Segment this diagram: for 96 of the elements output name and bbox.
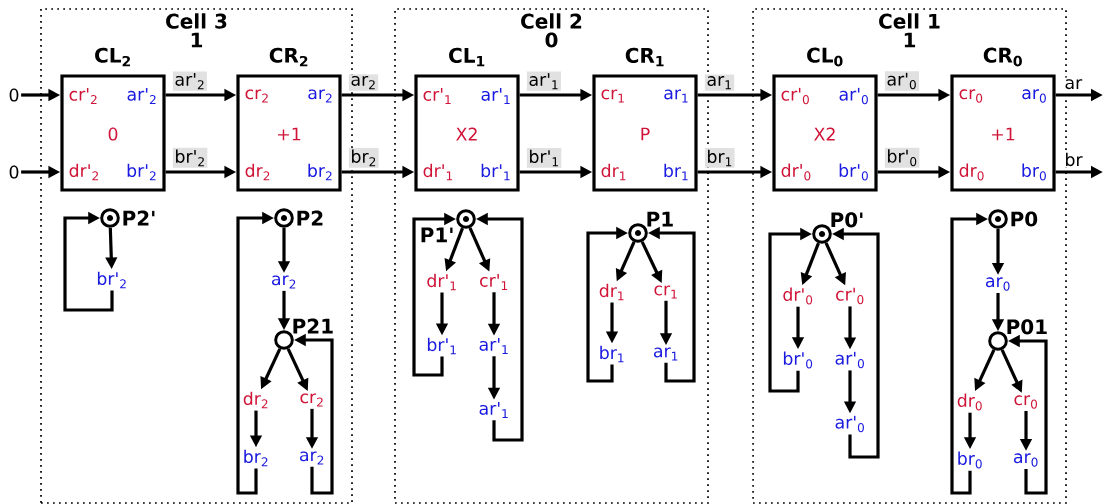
- place-label: P2: [297, 210, 323, 226]
- signal-label: ar'$_{0}$: [835, 415, 864, 433]
- node-label: X2: [814, 127, 835, 141]
- node-label: ar$_{2}$: [308, 89, 332, 103]
- node-label: ar'$_{0}$: [839, 87, 868, 105]
- edge-label: ar'$_{0}$: [884, 71, 919, 91]
- place-label: P1': [421, 227, 453, 243]
- signal-label: dr'$_{1}$: [427, 273, 456, 291]
- node-label: +1: [278, 127, 301, 141]
- node-label: P: [641, 127, 650, 141]
- node-label: ar$_{1}$: [664, 89, 688, 103]
- node-label: cr$_{2}$: [245, 89, 268, 103]
- signal-label: ar'$_{1}$: [479, 338, 508, 354]
- arrow: [63, 211, 114, 312]
- block-box: cr$_{0}$ ar$_{0}$ +1 dr$_{0}$ br$_{0}$: [950, 74, 1056, 192]
- edge-label: br'$_{0}$: [884, 147, 920, 168]
- signal-label: cr$_{0}$: [1014, 395, 1038, 409]
- node-label: cr'$_{0}$: [781, 87, 809, 105]
- signal-label: br$_{1}$: [600, 345, 624, 363]
- place-label: P1: [647, 211, 673, 227]
- edge-label: br'$_{2}$: [172, 147, 208, 168]
- signal-label: dr$_{1}$: [599, 283, 624, 301]
- node-label: dr$_{2}$: [245, 163, 270, 181]
- node-label: dr$_{1}$: [601, 163, 626, 181]
- node-label: ar'$_{2}$: [127, 87, 156, 105]
- node-label: 0: [108, 127, 118, 141]
- cell-value: 0: [545, 32, 558, 48]
- node-label: br$_{1}$: [664, 163, 688, 181]
- place-label: P01: [1007, 319, 1047, 335]
- input-value: 0: [9, 88, 19, 102]
- edge-label: ar'$_{2}$: [172, 71, 207, 91]
- signal-label: dr'$_{0}$: [783, 287, 813, 305]
- node-label: br'$_{1}$: [481, 163, 510, 181]
- place-label: P21: [293, 318, 333, 334]
- cell-title: Cell 2: [521, 13, 582, 29]
- block-box: cr'$_{1}$ ar'$_{1}$ X2 dr'$_{1}$ br'$_{1}$: [414, 74, 520, 192]
- node-label: cr'$_{2}$: [69, 87, 97, 105]
- signal-label: dr$_{2}$: [243, 391, 268, 409]
- node-label: cr$_{0}$: [959, 89, 983, 103]
- node-label: cr'$_{1}$: [423, 88, 451, 104]
- input-value: 0: [9, 165, 19, 179]
- block-box: cr$_{1}$ ar$_{1}$ P dr$_{1}$ br$_{1}$: [592, 74, 698, 192]
- signal-label: br$_{2}$: [244, 449, 268, 467]
- node-label: X2: [456, 127, 477, 141]
- block-heading: CL$_{0}$: [807, 47, 843, 67]
- signal-label: cr'$_{1}$: [480, 274, 508, 290]
- signal-label: ar$_{0}$: [986, 277, 1010, 291]
- edge-label: br$_{1}$: [704, 148, 735, 168]
- edge-label: ar'$_{1}$: [526, 71, 561, 91]
- edge-label: br: [1062, 151, 1085, 168]
- block-heading: CL$_{2}$: [95, 47, 130, 67]
- block-box: cr'$_{2}$ ar'$_{2}$ 0 dr'$_{2}$ br'$_{2}$: [60, 74, 166, 192]
- signal-label: ar'$_{1}$: [479, 402, 508, 418]
- place-label: P0: [1011, 211, 1038, 227]
- cell-title: Cell 3: [166, 13, 227, 29]
- signal-label: ar$_{2}$: [272, 275, 296, 289]
- edge-label: ar: [1062, 77, 1084, 91]
- node-label: br$_{0}$: [1022, 163, 1046, 181]
- signal-label: dr$_{0}$: [957, 393, 982, 411]
- signal-label: cr$_{1}$: [654, 285, 677, 299]
- node-label: br$_{2}$: [308, 163, 332, 181]
- node-label: dr'$_{2}$: [69, 163, 98, 181]
- block-heading: CR$_{0}$: [983, 47, 1022, 67]
- block-box: cr$_{2}$ ar$_{2}$ +1 dr$_{2}$ br$_{2}$: [236, 74, 342, 192]
- signal-label: ar$_{0}$: [1014, 453, 1038, 467]
- signal-label: cr'$_{0}$: [836, 287, 864, 305]
- node-label: dr'$_{0}$: [781, 163, 811, 181]
- signal-label: br'$_{0}$: [783, 351, 813, 369]
- edge-label: br$_{2}$: [348, 147, 379, 168]
- signal-label: br$_{0}$: [958, 451, 982, 469]
- block-box: cr'$_{0}$ ar'$_{0}$ X2 dr'$_{0}$ br'$_{0}$: [772, 74, 878, 192]
- cell-title: Cell 1: [879, 13, 940, 29]
- signal-label: ar$_{2}$: [300, 451, 324, 465]
- node-label: cr$_{1}$: [601, 89, 624, 103]
- signal-label: ar$_{1}$: [654, 347, 678, 361]
- block-heading: CR$_{2}$: [269, 47, 308, 67]
- block-heading: CL$_{1}$: [449, 47, 485, 67]
- edge-label: ar$_{2}$: [348, 74, 379, 91]
- cell-value: 1: [904, 32, 916, 48]
- node-label: br'$_{0}$: [839, 163, 868, 181]
- node-label: dr$_{0}$: [959, 163, 984, 181]
- signal-label: ar'$_{0}$: [835, 351, 864, 369]
- place-label: P2': [123, 210, 155, 226]
- node-label: ar$_{0}$: [1022, 89, 1046, 103]
- block-heading: CR$_{1}$: [625, 47, 664, 67]
- node-label: br'$_{2}$: [127, 163, 156, 181]
- edge-label: br'$_{1}$: [526, 148, 562, 168]
- place-label: P0': [831, 212, 863, 228]
- signal-label: cr$_{2}$: [300, 393, 323, 407]
- signal-label: br'$_{1}$: [427, 337, 456, 355]
- signal-label: br'$_{2}$: [97, 271, 126, 289]
- cell-value: 1: [191, 32, 203, 48]
- edge-label: ar$_{1}$: [704, 74, 735, 91]
- node-label: +1: [992, 127, 1015, 141]
- node-label: dr'$_{1}$: [423, 163, 453, 181]
- node-label: ar'$_{1}$: [481, 88, 510, 104]
